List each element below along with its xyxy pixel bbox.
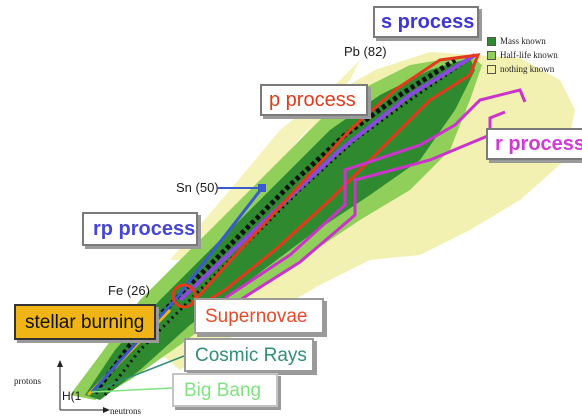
legend-label: Mass known bbox=[500, 36, 546, 46]
region-mass-known bbox=[85, 58, 475, 400]
legend-swatch bbox=[487, 51, 496, 60]
legend-label: nothing known bbox=[500, 64, 555, 74]
sn-label: Sn (50) bbox=[176, 180, 219, 195]
fe-label: Fe (26) bbox=[108, 283, 150, 298]
legend-swatch bbox=[487, 37, 496, 46]
x-axis-arrowhead bbox=[103, 407, 110, 413]
r-process-path-1 bbox=[224, 88, 527, 300]
r-process-path-2 bbox=[239, 110, 506, 302]
cosmic-rays-label: Cosmic Rays bbox=[184, 338, 314, 372]
valley-of-stability-2 bbox=[103, 60, 466, 396]
supernovae-label: Supernovae bbox=[194, 298, 324, 334]
supernovae-marker bbox=[171, 283, 197, 309]
legend-swatch bbox=[487, 65, 496, 74]
p-process-label: p process bbox=[260, 84, 368, 116]
legend: Mass known Half-life known nothing known bbox=[487, 36, 582, 80]
h-label: H(1 bbox=[62, 389, 82, 403]
pb-label: Pb (82) bbox=[344, 44, 387, 59]
x-axis-label: neutrons bbox=[110, 406, 141, 416]
stellar-burning-label: stellar burning bbox=[14, 304, 156, 340]
cosmic-pointer bbox=[91, 355, 185, 393]
y-axis-label: protons bbox=[14, 376, 41, 386]
y-axis-arrowhead bbox=[57, 360, 63, 367]
legend-label: Half-life known bbox=[500, 50, 558, 60]
rp-process-end-marker bbox=[258, 184, 266, 192]
r-process-label: r process bbox=[486, 128, 582, 160]
p-process-path bbox=[192, 53, 481, 307]
big-bang-label: Big Bang bbox=[172, 373, 278, 407]
bigbang-pointer bbox=[91, 387, 173, 393]
s-process-path bbox=[178, 53, 477, 302]
s-process-label: s process bbox=[373, 6, 479, 38]
rp-process-label: rp process bbox=[82, 212, 198, 246]
